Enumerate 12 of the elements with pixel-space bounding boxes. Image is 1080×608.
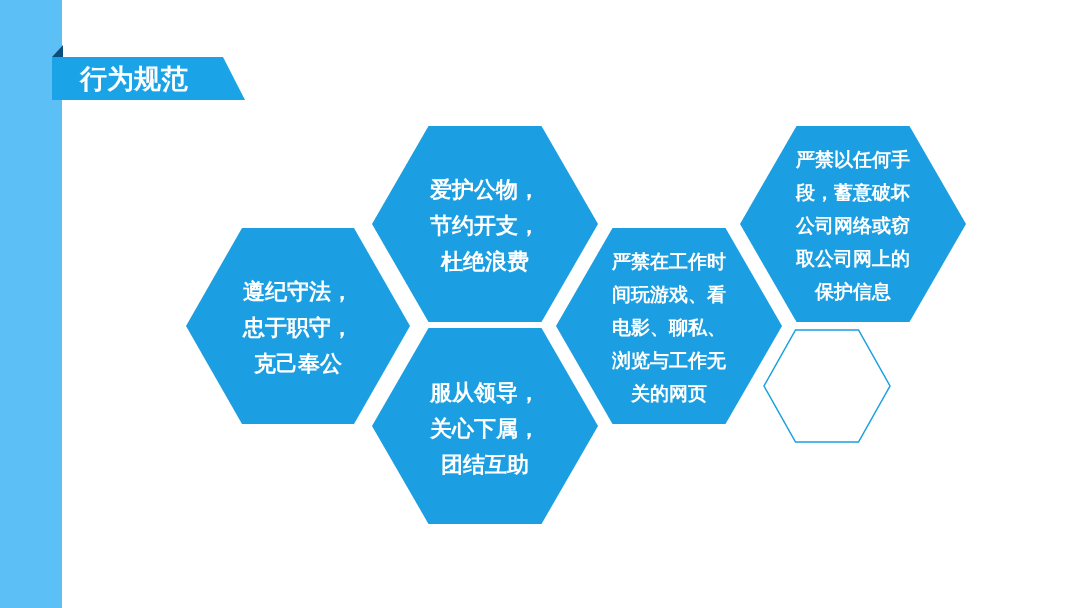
hexagon-panel — [186, 228, 410, 424]
rule-text: 严禁以任何手段，蓄意破坏公司网络或窃取公司网上的保护信息 — [794, 146, 911, 304]
rule-text: 遵纪守法，忠于职守，克己奉公 — [241, 278, 354, 378]
rule-text: 服从领导，关心下属，团结互助 — [428, 379, 541, 479]
hexagon-outline — [764, 330, 890, 442]
hexagon-panel — [556, 228, 782, 424]
rule-text: 爱护公物，节约开支，杜绝浪费 — [429, 176, 541, 276]
hexagon-panel — [372, 126, 598, 322]
rule-text: 严禁在工作时间玩游戏、看电影、聊私、浏览与工作无关的网页 — [611, 248, 727, 406]
hexagon-panel — [740, 126, 966, 322]
hexagon-panel — [372, 328, 598, 524]
slide-title: 行为规范 — [80, 62, 188, 96]
